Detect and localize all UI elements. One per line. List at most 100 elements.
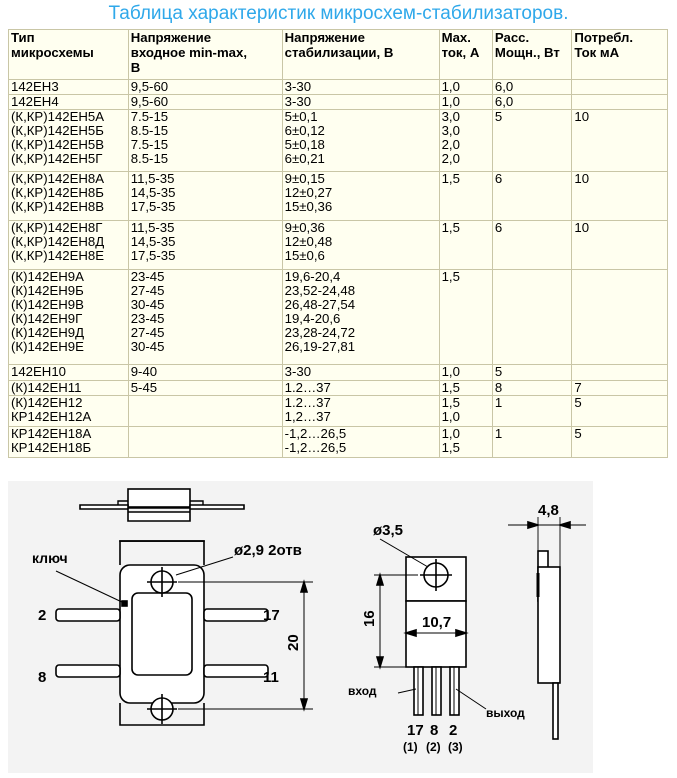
table-cell: 1.2…37 1,2…37: [281, 395, 440, 427]
table-cell: 1,5: [438, 171, 493, 221]
table-cell: (К)142ЕН11: [8, 380, 129, 396]
pin-position-2: (2): [426, 740, 441, 754]
table-cell: 1: [491, 426, 573, 458]
table-header-row: Тип микросхемы Напряжение входное min-ma…: [8, 29, 668, 80]
table-row: (К,КР)142ЕН8Г (К,КР)142ЕН8Д (К,КР)142ЕН8…: [8, 220, 668, 270]
package-front-view: [374, 538, 487, 716]
table-cell: 1.2…37: [281, 380, 440, 396]
dimension-10-7: 10,7: [422, 614, 451, 631]
table-cell: 5: [491, 109, 573, 172]
page-title: Таблица характеристик микросхем-стабилиз…: [108, 3, 569, 24]
key-label: ключ: [32, 550, 68, 566]
dimension-4-8: 4,8: [538, 502, 559, 519]
dimension-16: 16: [361, 610, 378, 627]
header-power: Расс. Мощн., Вт: [491, 29, 573, 80]
table-cell: 3-30: [281, 79, 440, 95]
table-cell: 7: [571, 380, 668, 396]
table-cell: 7.5-15 8.5-15 7.5-15 8.5-15: [127, 109, 283, 172]
table-cell: 11,5-35 14,5-35 17,5-35: [127, 171, 283, 221]
table-cell: 10: [571, 109, 668, 172]
table-cell: 5: [491, 364, 573, 381]
table-row: (К,КР)142ЕН8А (К,КР)142ЕН8Б (К,КР)142ЕН8…: [8, 171, 668, 221]
pin-position-1: (1): [403, 740, 418, 754]
table-cell: 1,5: [438, 380, 493, 396]
table-cell: [571, 79, 668, 95]
table-cell: 142ЕН4: [8, 94, 129, 110]
table-cell: (К)142ЕН12 КР142ЕН12А: [8, 395, 129, 427]
table-cell: 6: [491, 220, 573, 270]
header-type: Тип микросхемы: [8, 29, 129, 80]
dimension-20: 20: [285, 634, 302, 651]
table-cell: 1: [491, 395, 573, 427]
table-cell: 3-30: [281, 94, 440, 110]
hole-label-left: ø2,9 2отв: [234, 542, 302, 559]
table-cell: 142ЕН10: [8, 364, 129, 381]
table-cell: 10: [571, 171, 668, 221]
table-row: (К)142ЕН9А (К)142ЕН9Б (К)142ЕН9В (К)142Е…: [8, 269, 668, 365]
table-cell: 9±0,36 12±0,48 15±0,6: [281, 220, 440, 270]
pin-label-2: 2: [38, 607, 46, 624]
package-drawings: ключ ø2,9 2отв 20 2 8 17 11: [32, 488, 586, 754]
pin-position-3: (3): [448, 740, 463, 754]
table-cell: 5±0,1 6±0,12 5±0,18 6±0,21: [281, 109, 440, 172]
table-cell: 6,0: [491, 79, 573, 95]
table-cell: 5-45: [127, 380, 283, 396]
pin-number-2: 2: [449, 722, 457, 739]
table-cell: 9,5-60: [127, 94, 283, 110]
header-input-voltage: Напряжение входное min-max, В: [127, 29, 283, 80]
table-cell: 6: [491, 171, 573, 221]
table-cell: [571, 94, 668, 110]
input-label: вход: [348, 684, 377, 698]
pin-number-8: 8: [430, 722, 438, 739]
table-cell: 1,0: [438, 79, 493, 95]
package-side-view: [508, 517, 586, 740]
table-cell: 3,0 3,0 2,0 2,0: [438, 109, 493, 172]
table-cell: 1,5: [438, 220, 493, 270]
table-cell: [491, 269, 573, 365]
table-cell: 5: [571, 395, 668, 427]
table-cell: КР142ЕН18А КР142ЕН18Б: [8, 426, 129, 458]
table-cell: 5: [571, 426, 668, 458]
table-cell: (К)142ЕН9А (К)142ЕН9Б (К)142ЕН9В (К)142Е…: [8, 269, 129, 365]
table-cell: 142ЕН3: [8, 79, 129, 95]
header-consumption: Потребл. Ток мА: [571, 29, 668, 80]
table-row: (К,КР)142ЕН5А (К,КР)142ЕН5Б (К,КР)142ЕН5…: [8, 109, 668, 172]
table-cell: [127, 426, 283, 458]
table-cell: [571, 364, 668, 381]
table-cell: 9-40: [127, 364, 283, 381]
header-stab-voltage: Напряжение стабилизации, В: [281, 29, 440, 80]
table-cell: [127, 395, 283, 427]
table-cell: (К,КР)142ЕН5А (К,КР)142ЕН5Б (К,КР)142ЕН5…: [8, 109, 129, 172]
drawing-area: ключ ø2,9 2отв 20 2 8 17 11: [8, 481, 593, 773]
table-cell: 9±0,15 12±0,27 15±0,36: [281, 171, 440, 221]
table-cell: 1,5 1,0: [438, 395, 493, 427]
pin-number-17: 17: [407, 722, 424, 739]
pin-label-8: 8: [38, 669, 46, 686]
table-cell: 10: [571, 220, 668, 270]
table-cell: 9,5-60: [127, 79, 283, 95]
table-cell: [571, 269, 668, 365]
table-cell: 1,0: [438, 364, 493, 381]
table-cell: 3-30: [281, 364, 440, 381]
table-cell: 6,0: [491, 94, 573, 110]
table-cell: 1,0: [438, 94, 493, 110]
output-label: выход: [486, 706, 525, 720]
table-cell: 11,5-35 14,5-35 17,5-35: [127, 220, 283, 270]
table-cell: 23-45 27-45 30-45 23-45 27-45 30-45: [127, 269, 283, 365]
table-cell: (К,КР)142ЕН8А (К,КР)142ЕН8Б (К,КР)142ЕН8…: [8, 171, 129, 221]
header-max-current: Max. ток, А: [438, 29, 493, 80]
table-cell: (К,КР)142ЕН8Г (К,КР)142ЕН8Д (К,КР)142ЕН8…: [8, 220, 129, 270]
table-cell: 1,0 1,5: [438, 426, 493, 458]
table-cell: 19,6-20,4 23,52-24,48 26,48-27,54 19,4-2…: [281, 269, 440, 365]
table-cell: -1,2…26,5 -1,2…26,5: [281, 426, 440, 458]
pin-label-11: 11: [263, 669, 279, 686]
table-cell: 8: [491, 380, 573, 396]
table-cell: 1,5: [438, 269, 493, 365]
pin-label-17: 17: [263, 607, 280, 624]
table-row: КР142ЕН18А КР142ЕН18Б -1,2…26,5 -1,2…26,5…: [8, 426, 668, 458]
